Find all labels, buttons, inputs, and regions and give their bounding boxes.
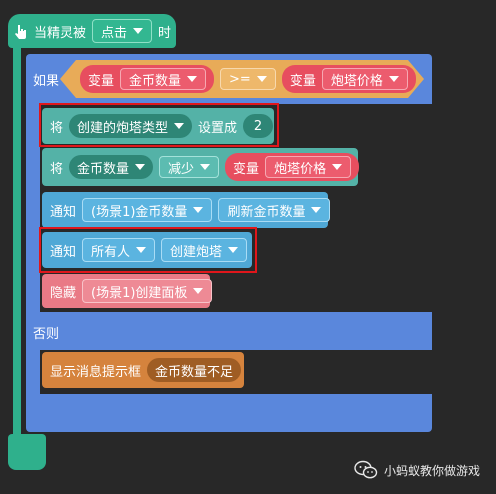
set-value: 2	[253, 118, 263, 134]
set-variable-dropdown[interactable]: 创建的炮塔类型	[69, 114, 193, 138]
if-else-footer	[26, 394, 432, 432]
right-variable-value: 炮塔价格	[330, 73, 383, 89]
else-header	[26, 312, 432, 350]
change-amount-value: 炮塔价格	[274, 161, 327, 177]
event-trigger-dropdown[interactable]: 点击	[92, 19, 153, 43]
hide-target: (场景1)创建面板	[91, 285, 188, 301]
hand-pointer-icon	[15, 24, 26, 39]
operator-value: >=	[229, 71, 251, 87]
right-variable-label: 变量	[289, 73, 316, 89]
hide-target-dropdown[interactable]: (场景1)创建面板	[82, 279, 213, 303]
compare-condition[interactable]: 变量 金币数量 >= 变量 炮塔价格	[60, 60, 424, 98]
set-to-label: 设置成	[198, 120, 238, 136]
set-variable-value: 创建的炮塔类型	[77, 120, 169, 136]
left-variable-dropdown[interactable]: 金币数量	[120, 68, 206, 90]
notify-2-message-dropdown[interactable]: 创建炮塔	[161, 238, 248, 262]
chevron-down-icon	[389, 76, 399, 82]
left-variable-value: 金币数量	[129, 73, 182, 89]
left-variable-label: 变量	[88, 73, 115, 89]
change-op-value: 减少	[168, 161, 195, 177]
notify-block-1[interactable]: 通知 (场景1)金币数量 刷新金币数量	[42, 192, 331, 228]
change-variable-dropdown[interactable]: 金币数量	[69, 155, 154, 179]
event-stack-spine	[13, 46, 21, 442]
chevron-down-icon	[311, 207, 322, 213]
chevron-down-icon	[228, 247, 239, 253]
event-label: 当精灵被	[34, 25, 87, 41]
notify-block-2[interactable]: 通知 所有人 创建炮塔	[42, 232, 252, 268]
chevron-down-icon	[174, 123, 185, 129]
chevron-down-icon	[200, 164, 211, 170]
else-block-arm	[26, 346, 40, 398]
notify-1-message-dropdown[interactable]: 刷新金币数量	[218, 198, 331, 222]
wechat-icon	[354, 460, 378, 479]
if-block-arm	[26, 100, 40, 316]
change-op-dropdown[interactable]: 减少	[159, 156, 220, 178]
operator-dropdown[interactable]: >=	[220, 68, 276, 90]
change-amount-dropdown[interactable]: 炮塔价格	[265, 156, 352, 178]
watermark: 小蚂蚁教你做游戏	[354, 460, 480, 480]
highlight-box-notify	[39, 227, 257, 273]
left-variable-reporter[interactable]: 变量 金币数量	[80, 65, 214, 93]
notify-2-label: 通知	[50, 244, 77, 260]
notify-2-target: 所有人	[91, 244, 131, 260]
event-hat-block[interactable]: 当精灵被 点击 时	[8, 14, 176, 48]
change-amount-label: 变量	[233, 161, 260, 177]
notify-1-message: 刷新金币数量	[227, 204, 306, 220]
chevron-down-icon	[187, 76, 197, 82]
message-text-input[interactable]: 金币数量不足	[147, 358, 242, 382]
event-trigger-value: 点击	[101, 25, 128, 41]
hide-block[interactable]: 隐藏 (场景1)创建面板	[42, 274, 213, 308]
highlight-box-set	[39, 103, 279, 147]
change-variable-value: 金币数量	[77, 161, 130, 177]
chevron-down-icon	[332, 164, 343, 170]
message-text: 金币数量不足	[155, 364, 234, 380]
if-label: 如果	[33, 74, 60, 89]
set-value-input[interactable]: 2	[243, 114, 274, 138]
watermark-text: 小蚂蚁教你做游戏	[384, 463, 481, 478]
chevron-down-icon	[133, 28, 144, 34]
chevron-down-icon	[257, 76, 267, 82]
notify-1-target: (场景1)金币数量	[91, 204, 188, 220]
notify-2-message: 创建炮塔	[170, 244, 223, 260]
chevron-down-icon	[193, 207, 204, 213]
right-variable-dropdown[interactable]: 炮塔价格	[322, 68, 408, 90]
change-variable-block[interactable]: 将 金币数量 减少 变量 炮塔价格	[42, 148, 360, 186]
else-label: 否则	[33, 327, 60, 342]
set-variable-block[interactable]: 将 创建的炮塔类型 设置成 2	[42, 108, 274, 144]
change-label: 将	[50, 161, 64, 177]
notify-2-target-dropdown[interactable]: 所有人	[82, 238, 156, 262]
right-variable-reporter[interactable]: 变量 炮塔价格	[282, 65, 416, 93]
change-amount-reporter[interactable]: 变量 炮塔价格	[225, 153, 360, 181]
event-stack-cap	[8, 434, 46, 470]
notify-1-label: 通知	[50, 204, 77, 220]
chevron-down-icon	[193, 288, 204, 294]
chevron-down-icon	[136, 247, 147, 253]
show-message-block[interactable]: 显示消息提示框 金币数量不足	[42, 352, 244, 388]
show-message-label: 显示消息提示框	[50, 364, 142, 380]
notify-1-target-dropdown[interactable]: (场景1)金币数量	[82, 198, 213, 222]
hide-label: 隐藏	[50, 285, 77, 301]
set-label: 将	[50, 120, 64, 136]
chevron-down-icon	[135, 164, 146, 170]
event-suffix: 时	[158, 25, 172, 41]
